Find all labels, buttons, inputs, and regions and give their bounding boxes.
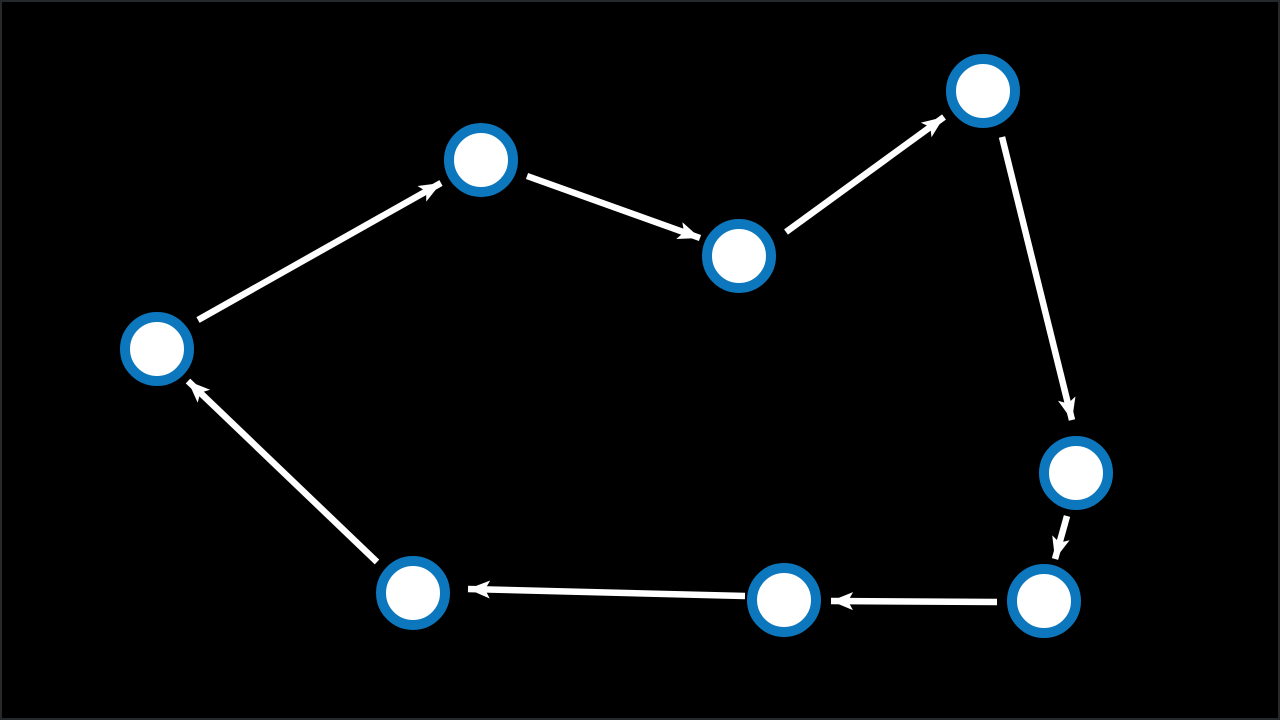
graph-node-n7	[747, 563, 821, 637]
graph-node-n1	[120, 312, 194, 386]
graph-node-n5	[1039, 436, 1113, 510]
edge-n7-n8	[467, 580, 746, 600]
edge-n4-n5	[998, 136, 1076, 421]
edge-n8-n1	[185, 378, 380, 565]
edge-n1-n2	[196, 180, 443, 323]
graph-node-n2	[444, 123, 518, 197]
edge-n3-n4	[784, 114, 946, 235]
graph-node-n8	[376, 556, 450, 630]
graph-node-n4	[946, 54, 1020, 128]
graph-node-n3	[702, 219, 776, 293]
edge-n5-n6	[1051, 515, 1071, 560]
graph-node-n6	[1007, 564, 1081, 638]
edge-n2-n3	[525, 172, 702, 242]
edge-n6-n7	[830, 592, 998, 611]
